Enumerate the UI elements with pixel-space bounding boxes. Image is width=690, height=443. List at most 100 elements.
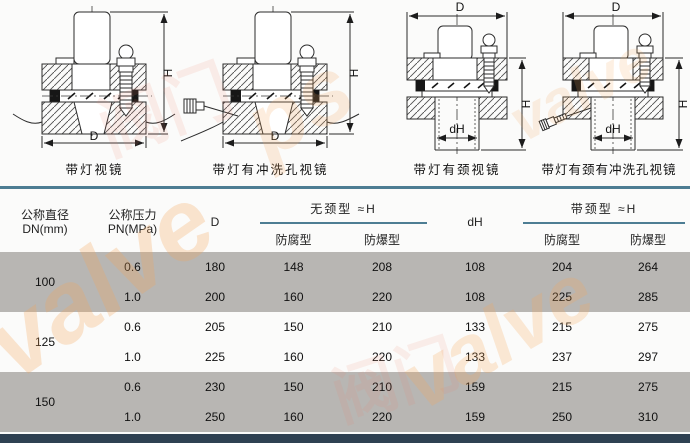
header-group-underline <box>523 222 685 224</box>
upper-flange-left <box>406 57 434 81</box>
cell-dh: 108 <box>464 290 486 304</box>
flushing-fitting <box>183 98 239 117</box>
cell-neck-anticorrosion: 204 <box>551 260 573 274</box>
header-d: D <box>210 215 220 229</box>
dim-label-d: D <box>456 0 465 14</box>
cell-pn: 0.6 <box>124 260 141 274</box>
cell-pn: 0.6 <box>124 320 141 334</box>
cell-dn: 150 <box>34 395 56 409</box>
collar <box>421 90 493 98</box>
drawing-caption-3: 带灯有颈视镜 <box>413 163 501 177</box>
dim-label-d: D <box>271 129 280 143</box>
header-anti-corrosion: 防腐型 <box>543 233 580 247</box>
wing-right <box>145 113 176 124</box>
dimension-H: H <box>637 57 690 151</box>
header-pn: 公称压力 PN(MPa) <box>90 208 175 236</box>
table-header: 公称直径 DN(mm) 公称压力 PN(MPa) D 无颈型 ≈H 防腐型 防爆… <box>0 189 690 252</box>
lamp-base <box>252 63 292 91</box>
cell-neck-anticorrosion: 237 <box>551 350 573 364</box>
dimension-dH: dH <box>593 122 633 142</box>
dimension-D: D <box>41 129 147 148</box>
upper-flange-left <box>222 63 254 91</box>
cell-neck-explosionproof: 297 <box>637 350 659 364</box>
cell-neck-explosionproof: 275 <box>637 320 659 334</box>
table-row-group-dn125: 125 0.6 205 150 210 133 215 275 1.0 225 … <box>0 312 690 372</box>
header-group-neckless: 无颈型 ≈H 防腐型 防爆型 <box>255 200 432 248</box>
cell-neckless-anticorrosion: 160 <box>283 290 304 304</box>
lamp-bolt <box>636 33 654 94</box>
dim-label-d: D <box>90 129 99 143</box>
cell-neck-anticorrosion: 215 <box>551 380 573 394</box>
cell-neckless-anticorrosion: 160 <box>283 350 304 364</box>
table-row-group-dn150: 150 0.6 230 150 210 159 215 275 1.0 250 … <box>0 372 690 432</box>
dimension-H: H <box>110 11 175 135</box>
cell-neck-explosionproof: 285 <box>637 290 659 304</box>
cell-neckless-explosionproof: 210 <box>371 320 393 334</box>
header-dh: dH <box>467 215 483 229</box>
drawing-sight-glass-neck-flushing-hole: D <box>538 0 690 154</box>
header-explosion-proof: 防爆型 <box>363 233 400 247</box>
neck <box>434 97 480 151</box>
cell-d: 225 <box>204 350 226 364</box>
dim-label-h: H <box>161 69 175 78</box>
cell-neckless-explosionproof: 220 <box>371 350 393 364</box>
neck <box>590 97 636 151</box>
cell-neckless-explosionproof: 210 <box>371 380 393 394</box>
header-dn-line1: 公称直径 <box>20 208 69 222</box>
cell-dh: 133 <box>464 350 486 364</box>
upper-flange-left <box>41 63 73 91</box>
collar <box>577 90 649 98</box>
header-neckless-title: 无颈型 ≈H <box>310 202 377 216</box>
lamp-bolt <box>297 44 317 117</box>
seal-left <box>50 90 60 102</box>
seal-left <box>231 90 241 102</box>
header-explosion-proof: 防爆型 <box>629 233 666 247</box>
cell-neck-explosionproof: 264 <box>637 260 659 274</box>
header-group-underline <box>260 222 427 224</box>
view-channel <box>73 101 113 135</box>
wing-left <box>180 121 224 142</box>
table-body: 100 0.6 180 148 208 108 204 264 1.0 200 … <box>0 252 690 432</box>
drawing-caption-2: 带灯有冲洗孔视镜 <box>212 163 329 177</box>
header-dn: 公称直径 DN(mm) <box>0 208 90 236</box>
cell-dh: 108 <box>464 260 486 274</box>
seal-left <box>416 80 425 91</box>
cell-pn: 1.0 <box>124 350 141 364</box>
flange-step <box>423 52 441 59</box>
drawing-caption-1: 带灯视镜 <box>65 163 124 177</box>
cell-dn: 100 <box>34 275 56 289</box>
lower-flange-right <box>478 96 508 120</box>
lamp-housing <box>254 11 292 65</box>
dim-label-h: H <box>519 100 532 109</box>
lamp-housing <box>73 11 111 65</box>
lower-flange-left <box>406 96 436 120</box>
cell-pn: 0.6 <box>124 380 141 394</box>
cell-dh: 159 <box>464 410 486 424</box>
drawing-sight-glass-neck: D dH <box>406 0 532 154</box>
glass-ticks <box>587 82 641 89</box>
dim-label-h: H <box>676 100 690 109</box>
cell-d: 180 <box>204 260 226 274</box>
flange-step <box>55 57 75 65</box>
lamp-bolt <box>480 33 498 94</box>
lower-flange-right <box>634 96 664 120</box>
flushing-fitting <box>538 107 592 132</box>
cell-neckless-explosionproof: 220 <box>371 410 393 424</box>
dimension-H: H <box>291 11 361 135</box>
cell-d: 250 <box>204 410 226 424</box>
glass-ticks <box>431 82 485 89</box>
header-dn-line2: DN(mm) <box>22 222 68 236</box>
cell-dh: 133 <box>464 320 486 334</box>
cell-neck-anticorrosion: 250 <box>551 410 573 424</box>
cell-neckless-anticorrosion: 150 <box>283 380 304 394</box>
bottom-bar <box>0 434 690 443</box>
cell-neck-anticorrosion: 215 <box>551 320 573 334</box>
dimension-H: H <box>481 57 532 151</box>
flange-step <box>236 57 256 65</box>
cell-d: 230 <box>204 380 226 394</box>
view-channel <box>254 101 294 135</box>
drawing-sight-glass-flushing-hole: D H <box>180 6 361 148</box>
lamp-base <box>71 63 111 91</box>
dimension-D: D <box>222 129 328 148</box>
cell-neckless-anticorrosion: 148 <box>283 260 304 274</box>
